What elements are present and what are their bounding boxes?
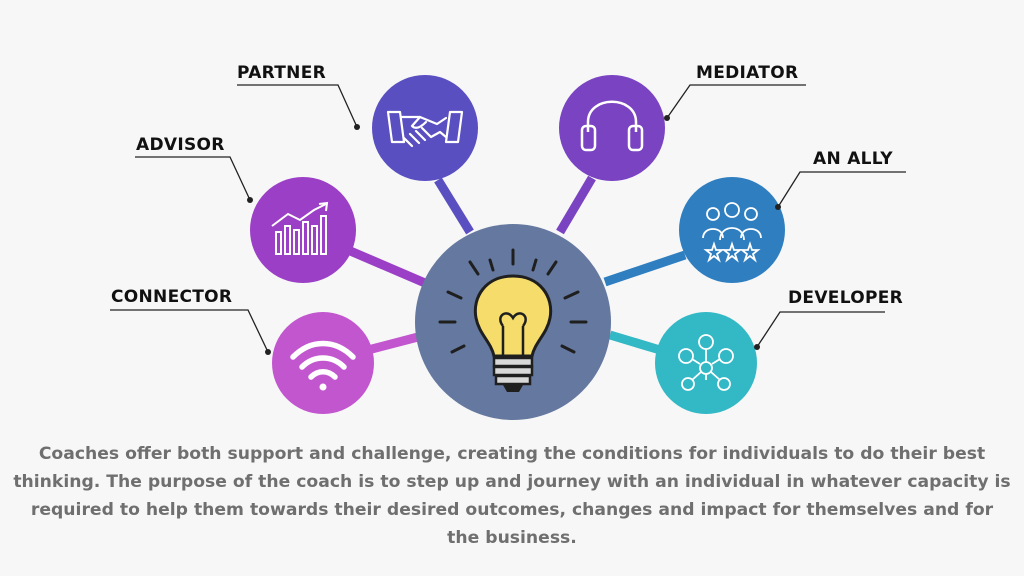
spoke-partner (434, 177, 474, 235)
role-developer (655, 312, 757, 414)
wifi-icon (290, 340, 356, 391)
role-mediator (559, 75, 665, 181)
leader-line-partner (237, 84, 358, 128)
growth-chart-icon (271, 201, 329, 255)
role-connector (272, 312, 374, 414)
hub (415, 224, 611, 420)
role-partner (372, 75, 478, 181)
leader-dot-partner (354, 124, 360, 130)
label-mediator: MEDIATOR (696, 63, 798, 83)
leader-dot-advisor (247, 197, 253, 203)
leader-line-developer (756, 311, 885, 348)
caption-text: Coaches offer both support and challenge… (13, 444, 1011, 548)
network-ideas-icon (678, 334, 734, 391)
handshake-icon (386, 110, 464, 148)
spoke-ally (603, 250, 687, 287)
leader-line-mediator (666, 84, 806, 119)
spoke-mediator (556, 175, 596, 235)
label-ally: AN ALLY (813, 149, 893, 169)
people-stars-icon (702, 202, 762, 263)
headphones-icon (580, 100, 644, 152)
spoke-connector (366, 332, 420, 355)
spoke-advisor (346, 245, 427, 288)
label-connector: CONNECTOR (111, 287, 232, 307)
leader-dot-connector (265, 349, 271, 355)
role-advisor (250, 177, 356, 283)
leader-dot-developer (754, 344, 760, 350)
label-partner: PARTNER (237, 63, 326, 83)
label-developer: DEVELOPER (788, 288, 903, 308)
leader-line-connector (110, 309, 269, 353)
role-ally (679, 177, 785, 283)
leader-line-advisor (135, 156, 251, 201)
leader-dot-mediator (664, 115, 670, 121)
leader-dot-ally (775, 204, 781, 210)
label-advisor: ADVISOR (136, 135, 225, 155)
spoke-developer (608, 330, 662, 355)
lightbulb-icon (438, 248, 588, 392)
leader-line-ally (777, 171, 906, 208)
